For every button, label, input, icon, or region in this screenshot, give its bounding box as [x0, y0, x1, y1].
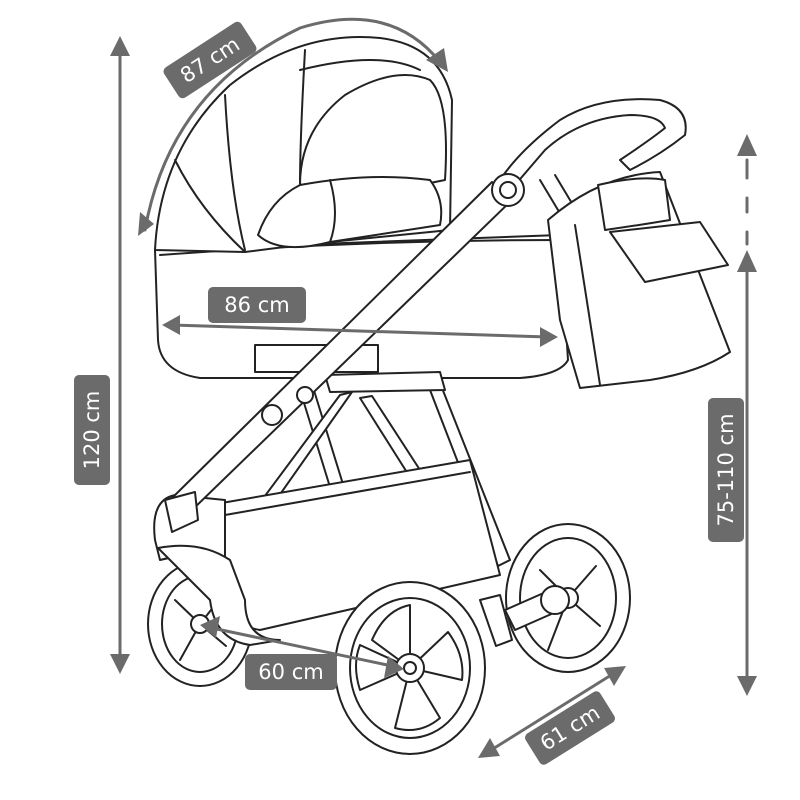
handle-height-dimension: 75-110 cm: [708, 134, 757, 696]
changing-bag: [539, 171, 731, 389]
arrow-icon: [200, 616, 220, 638]
front-wheel: [334, 581, 486, 755]
wheelbase-dimension: 60 cm: [200, 616, 404, 690]
handle-height-label: 75-110 cm: [714, 413, 738, 526]
carrycot-length-label: 86 cm: [224, 293, 289, 317]
arrow-icon: [110, 654, 130, 674]
arrow-icon: [138, 212, 154, 236]
arrow-icon: [737, 250, 757, 272]
dimension-lines: 87 cm 86 cm 120 cm: [74, 17, 757, 765]
arrow-icon: [540, 327, 558, 347]
arrow-icon: [478, 738, 500, 758]
arrow-icon: [737, 676, 757, 696]
wheelbase-label: 60 cm: [258, 660, 323, 684]
stroller-drawing: [147, 36, 731, 755]
arrow-icon: [426, 48, 448, 72]
canopy-hood: [154, 36, 453, 253]
width-dimension: 61 cm: [478, 666, 626, 765]
canopy-arc-dimension: 87 cm: [138, 17, 448, 236]
arrow-icon: [604, 666, 626, 686]
total-height-dimension: 120 cm: [74, 36, 130, 674]
arrow-icon: [110, 36, 130, 56]
arrow-icon: [162, 315, 180, 335]
handlebar: [164, 98, 687, 533]
arrow-icon: [737, 134, 757, 156]
arrow-icon: [384, 656, 404, 678]
total-height-label: 120 cm: [80, 391, 104, 470]
carrycot-length-dimension: 86 cm: [162, 287, 558, 347]
